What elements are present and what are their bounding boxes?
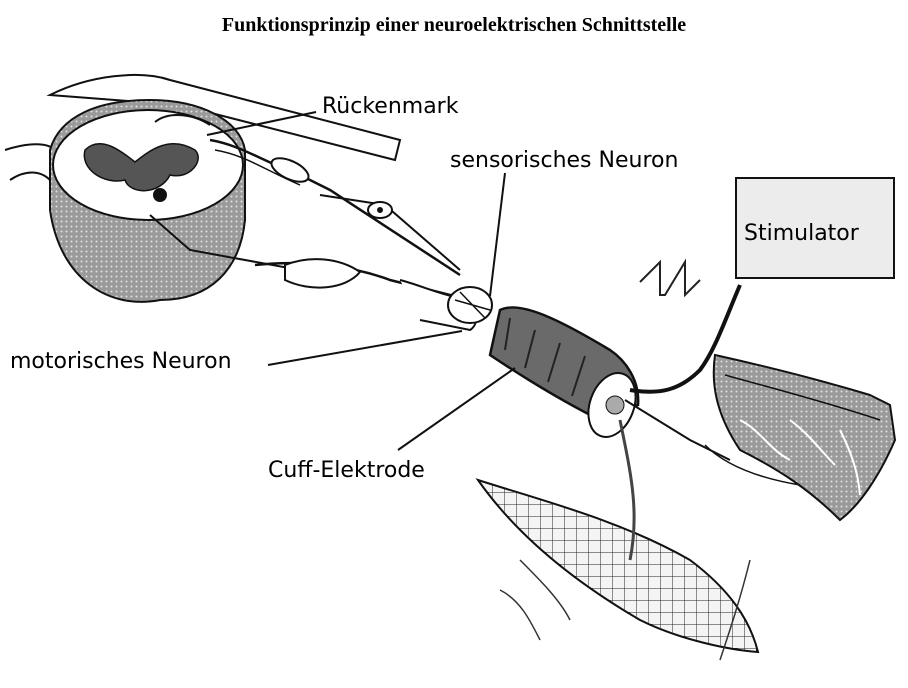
sensory-neuron-leader-line xyxy=(490,173,505,296)
stimulator-label: Stimulator xyxy=(744,221,860,246)
sensory-neuron-label: sensorisches Neuron xyxy=(450,148,678,173)
motor-neuron-label: motorisches Neuron xyxy=(10,349,232,374)
muscle-icon xyxy=(478,420,758,660)
motor-neuron-leader-line xyxy=(268,331,462,365)
muscle-tissue-icon xyxy=(705,355,895,520)
cuff-electrode-label: Cuff-Elektrode xyxy=(268,458,425,483)
stimulus-waveform-icon xyxy=(640,262,700,295)
cuff-electrode-leader-line xyxy=(398,368,515,450)
cuff-electrode-icon xyxy=(490,307,730,460)
spinal-cord-label: Rückenmark xyxy=(322,94,459,119)
